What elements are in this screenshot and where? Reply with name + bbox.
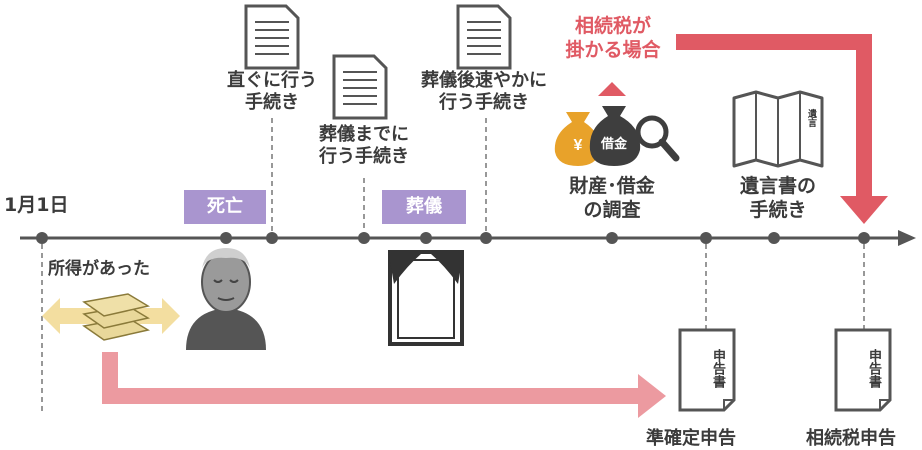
tax-case-label: 相続税が 掛かる場合: [565, 15, 661, 61]
income-flow-arrow: [102, 352, 650, 404]
document-icon: [244, 4, 300, 70]
income-flow-arrowhead: [638, 374, 666, 418]
quasi-final-return-label: 準確定申告: [646, 428, 736, 449]
dashed-connectors: [41, 118, 865, 414]
income-money-icon: [42, 293, 180, 341]
tax-form-text: 申告書: [710, 348, 725, 388]
magnifier-icon: [635, 115, 680, 162]
money-bag-icon: ¥: [554, 112, 601, 166]
tax-up-arrowhead: [598, 82, 626, 96]
deceased-person-icon: [186, 248, 266, 350]
funeral-tag: 葬儀: [382, 190, 466, 224]
will-scroll-icon: 遺言: [732, 90, 824, 168]
tax-form-icon: [678, 328, 736, 412]
svg-text:借金: 借金: [600, 136, 628, 152]
will-procedures-label: 遺言書の 手続き: [739, 175, 816, 221]
tax-flow-arrow: [676, 34, 872, 206]
start-date-label: 1月1日: [4, 194, 69, 216]
timeline-arrowhead: [898, 230, 916, 246]
death-tag: 死亡: [184, 190, 266, 224]
tax-form-icon: [834, 328, 892, 412]
immediate-procedures-label: 直ぐに行う 手続き: [227, 70, 317, 113]
funeral-frame-icon: [388, 250, 464, 346]
timeline-dots: [36, 232, 870, 244]
income-label: 所得があった: [48, 259, 150, 279]
before-funeral-procedures-label: 葬儀までに 行う手続き: [319, 124, 409, 167]
tax-flow-arrowhead: [840, 196, 888, 224]
inheritance-tax-return-label: 相続税申告: [806, 428, 896, 449]
asset-survey-label: 財産･借金 の調査: [569, 175, 655, 221]
debt-bag-icon: 借金: [589, 106, 641, 166]
document-icon: [456, 4, 512, 70]
svg-text:¥: ¥: [574, 137, 583, 154]
document-icon: [332, 54, 388, 120]
tax-form-text: 申告書: [866, 348, 881, 388]
svg-text:遺言: 遺言: [806, 108, 818, 128]
after-funeral-procedures-label: 葬儀後速やかに 行う手続き: [421, 70, 547, 113]
